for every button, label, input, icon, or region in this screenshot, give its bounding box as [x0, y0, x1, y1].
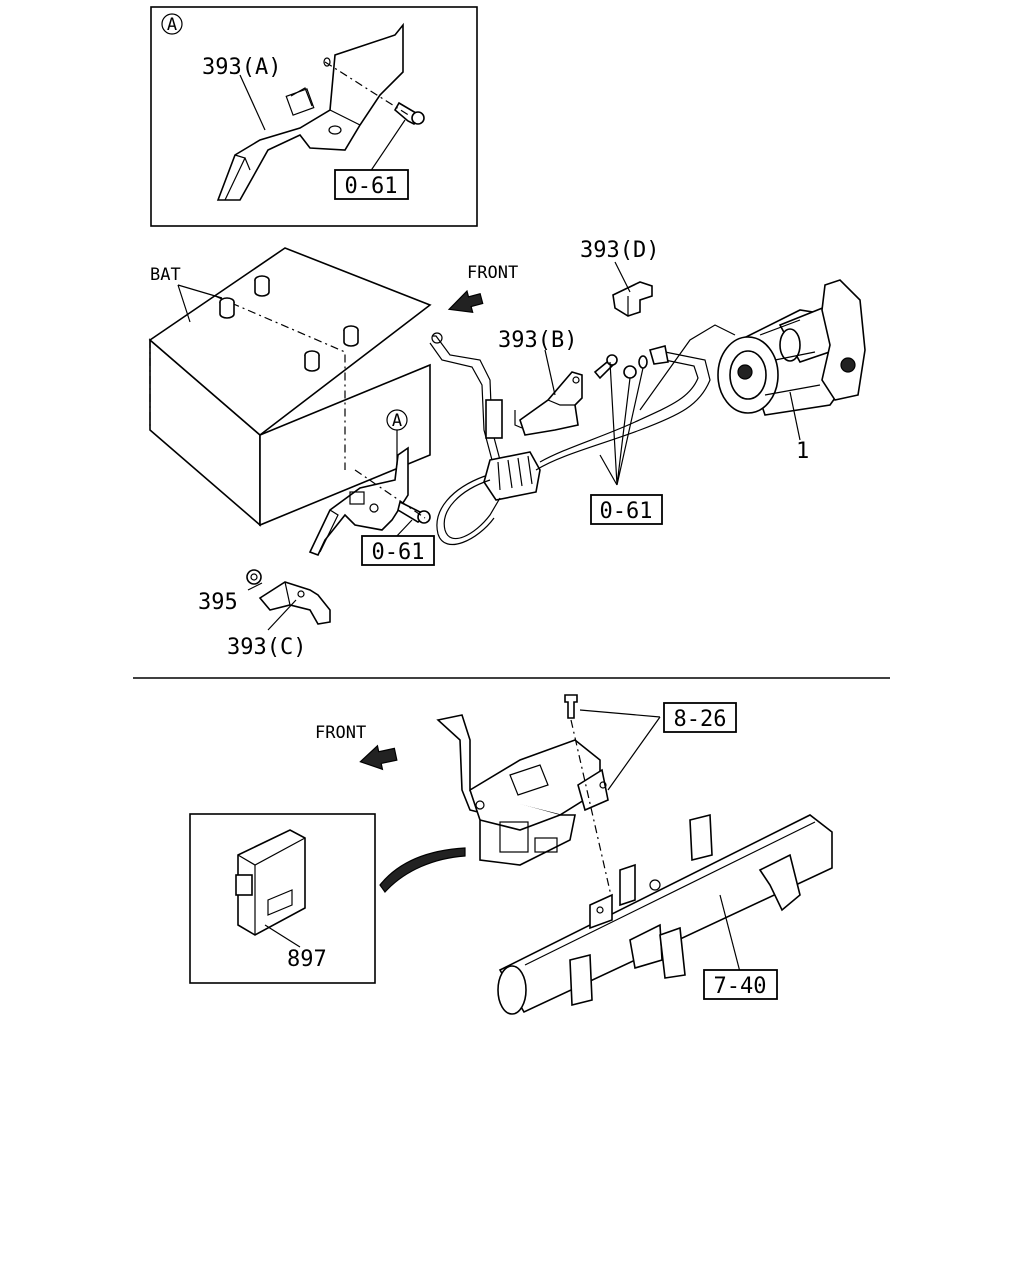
battery-cable	[429, 324, 736, 546]
label-395: 395	[198, 590, 238, 615]
label-393c: 393(C)	[227, 635, 306, 660]
label-393a-inset: 393(A)	[202, 55, 281, 80]
control-module-897	[235, 829, 306, 936]
leader-393b	[544, 349, 556, 396]
label-bat: BAT	[150, 265, 181, 285]
front-arrow-lower: FRONT	[315, 723, 398, 771]
nut-395	[246, 569, 262, 585]
module-inset: 897	[189, 813, 376, 984]
bracket-393a-inset	[216, 22, 404, 201]
label-starter: 1	[796, 439, 809, 464]
leaders-8-26	[579, 709, 661, 791]
ref-7-40: 7-40	[714, 974, 767, 999]
leader-starter	[789, 391, 801, 441]
leader-393c	[267, 599, 297, 631]
leader-bat	[177, 284, 223, 323]
label-front-lower: FRONT	[315, 723, 366, 743]
ref-box-0-61-left	[361, 535, 435, 566]
ref-0-61-left: 0-61	[372, 540, 425, 565]
ref-box-8-26	[663, 702, 737, 733]
bolts-393b: 0-61	[590, 354, 663, 525]
label-393b: 393(B)	[498, 328, 577, 353]
ref-0-61-center: 0-61	[600, 499, 653, 524]
battery-assembly: BAT	[148, 247, 432, 527]
leader-7-40	[719, 894, 741, 973]
label-393d: 393(D)	[580, 238, 659, 263]
ref-marker-a: A	[392, 411, 402, 431]
inset-ref-marker-circle	[161, 13, 183, 35]
bracket-393b: 393(B)	[498, 328, 583, 436]
crossmember: 7-40	[497, 813, 833, 1015]
module-bracket	[436, 714, 609, 866]
leader-393d	[614, 261, 631, 293]
ref-box-0-61-inset	[334, 169, 409, 200]
leader-897	[264, 924, 301, 948]
battery-terminal	[219, 275, 359, 372]
front-arrow-upper: FRONT	[447, 263, 518, 314]
leaders-0-61	[609, 361, 644, 486]
leader-0-61-left	[394, 519, 413, 539]
bracket-393a-main: A 0-61	[308, 409, 435, 566]
assembly-arrow	[379, 847, 466, 893]
module-inset-frame	[189, 813, 376, 984]
inset-detail-a: A 393(A) 0-61	[150, 6, 478, 227]
label-front-upper: FRONT	[467, 263, 518, 283]
bolt-8-26: 8-26	[564, 694, 737, 901]
leader-0-61-inset	[369, 119, 406, 173]
starter-motor: 1	[717, 279, 866, 464]
bracket-393d: 393(D)	[580, 238, 659, 317]
ref-box-7-40	[703, 969, 778, 1000]
ref-8-26: 8-26	[674, 707, 727, 732]
bolt-inset	[393, 101, 425, 125]
leader-393a-inset	[239, 74, 266, 131]
ref-0-61-inset: 0-61	[345, 174, 398, 199]
inset-ref-marker: A	[167, 15, 177, 35]
label-897: 897	[287, 947, 327, 972]
leader-395	[247, 582, 263, 591]
ref-box-0-61-center	[590, 494, 663, 525]
inset-frame	[150, 6, 478, 227]
bracket-393c: 395 393(C)	[198, 569, 331, 660]
